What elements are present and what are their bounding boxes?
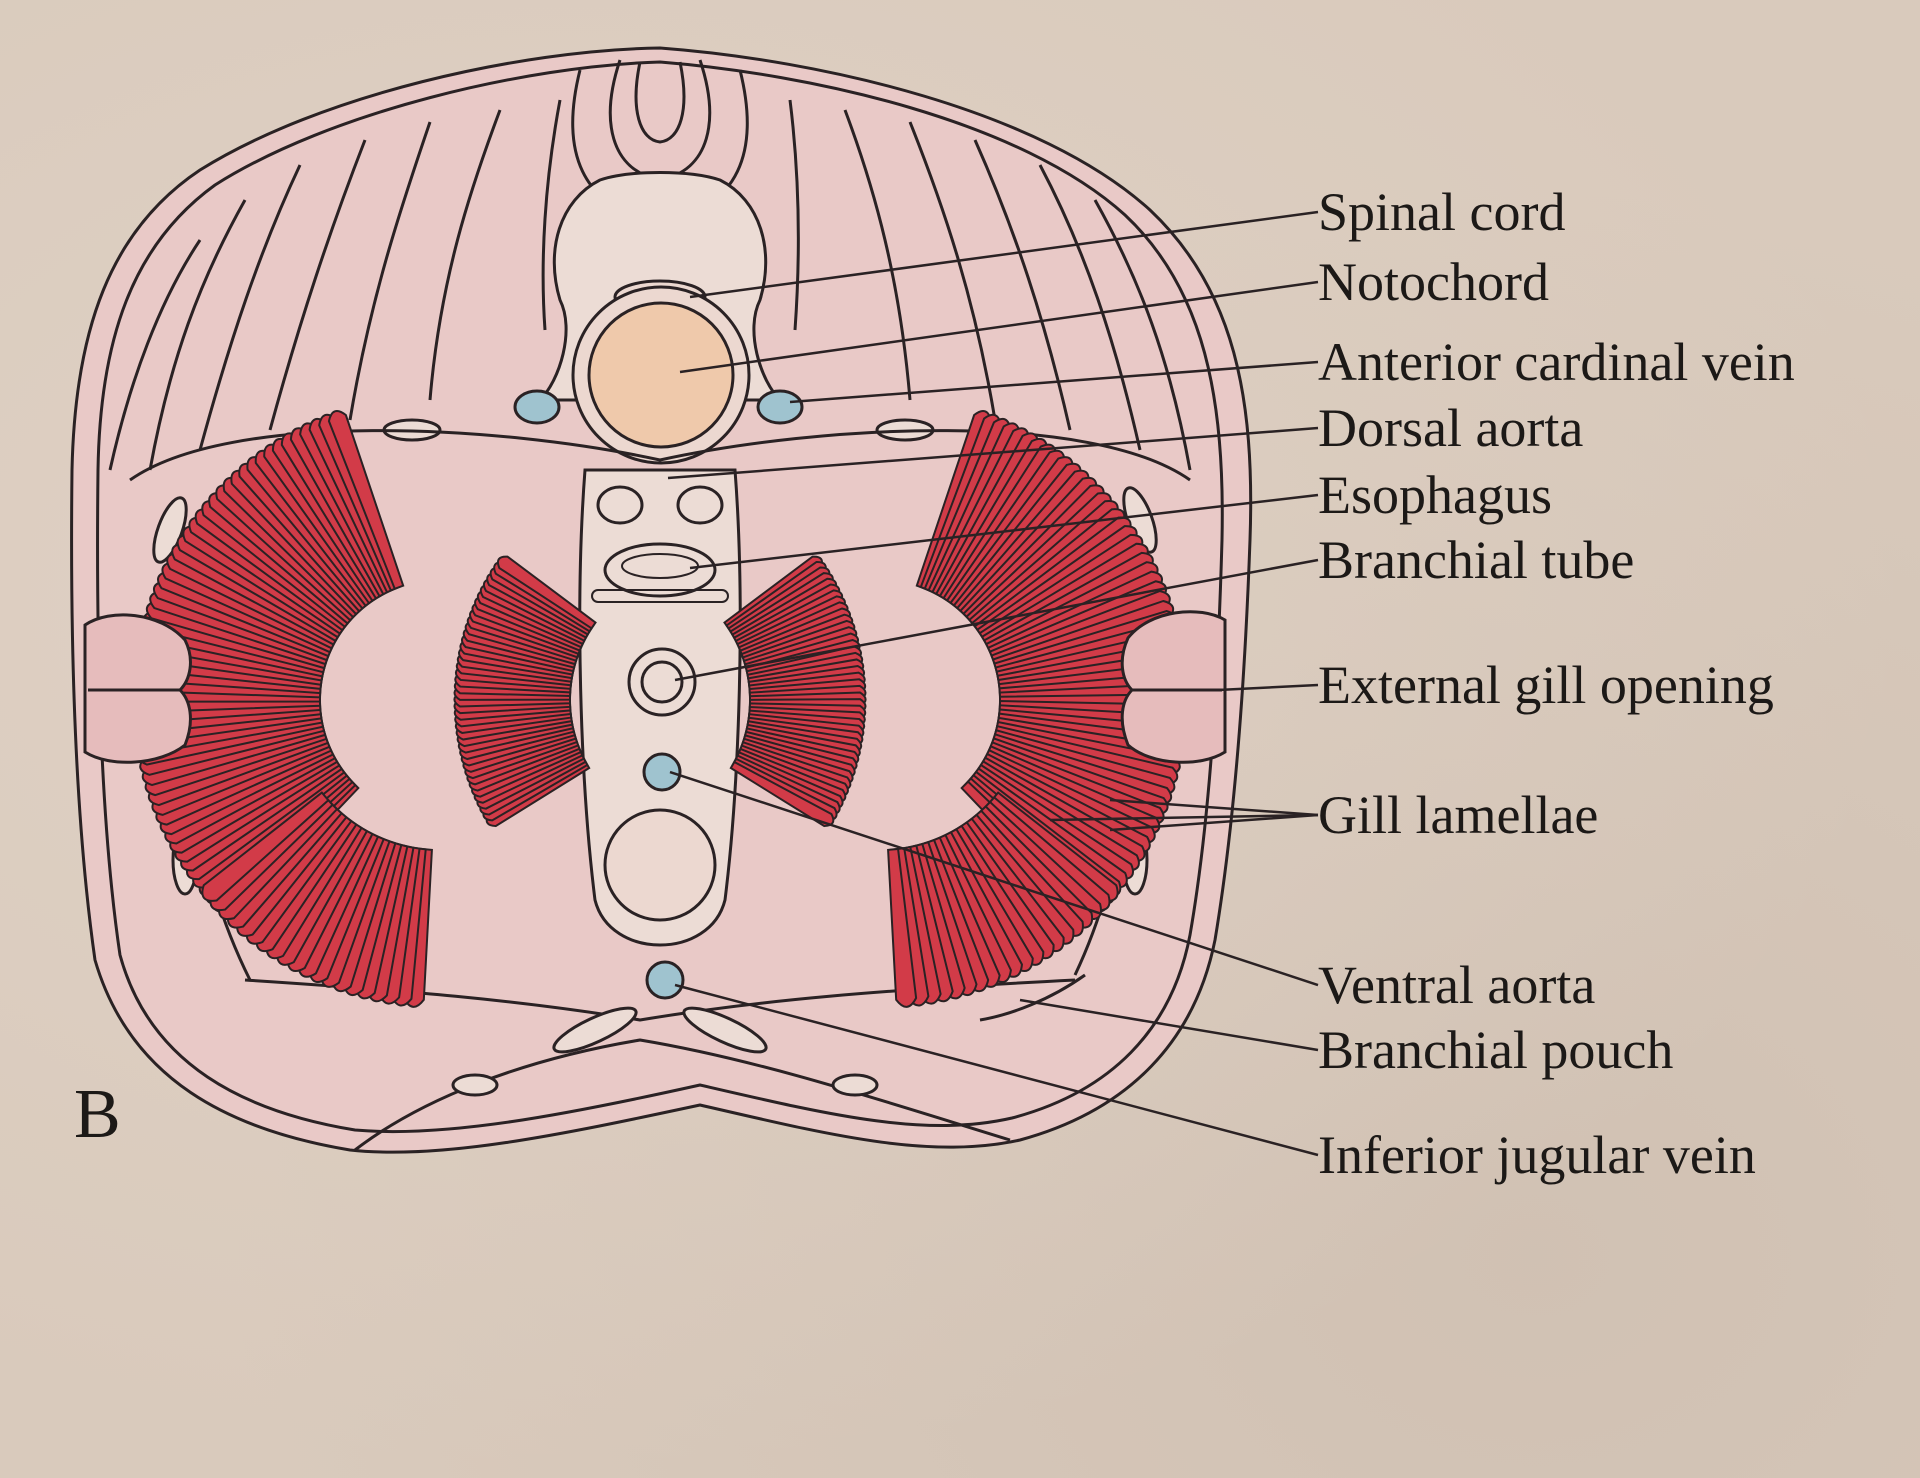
label-ventral-aorta: Ventral aorta <box>1318 955 1596 1015</box>
external-gill-opening-left <box>83 613 192 764</box>
gill-lamellae-inner-right <box>723 555 867 828</box>
gill-lamella <box>201 791 330 902</box>
label-notochord: Notochord <box>1318 252 1549 312</box>
leader-dorsal-aorta <box>667 426 1319 480</box>
label-dorsal-aorta: Dorsal aorta <box>1318 398 1584 458</box>
leader-notochord <box>679 280 1319 374</box>
label-branchial-pouch: Branchial pouch <box>1318 1020 1674 1080</box>
external-gill-opening-right <box>1120 610 1227 764</box>
label-esophagus: Esophagus <box>1318 465 1552 525</box>
label-gill-lamellae: Gill lamellae <box>1318 785 1599 845</box>
leader-spinal-cord <box>689 210 1319 299</box>
ventral-aorta <box>642 752 682 792</box>
label-branchial-tube: Branchial tube <box>1318 530 1635 590</box>
leader-anterior-cardinal-vein <box>789 360 1319 404</box>
leader-gill-lamellae-1 <box>1109 798 1319 817</box>
leader-external-gill-opening <box>1217 683 1319 692</box>
central-disc <box>603 808 717 922</box>
gill-lamella <box>496 555 597 630</box>
inner-outline <box>96 60 1224 1134</box>
inferior-jugular-vein <box>645 960 685 1000</box>
anterior-cardinal-vein-left <box>513 389 561 425</box>
panel-letter: B <box>74 1076 121 1153</box>
gill-lamella <box>327 409 405 591</box>
label-external-gill-opening: External gill opening <box>1318 655 1774 715</box>
label-anterior-cardinal-vein: Anterior cardinal vein <box>1318 332 1795 392</box>
label-spinal-cord: Spinal cord <box>1318 182 1566 242</box>
label-inferior-jugular-vein: Inferior jugular vein <box>1318 1125 1756 1185</box>
leader-gill-lamellae-3 <box>1049 813 1319 822</box>
leader-branchial-tube <box>674 558 1319 682</box>
gill-lamella <box>729 760 835 828</box>
leader-lines <box>667 210 1319 1157</box>
gill-lamellae-outer-left <box>131 409 433 1008</box>
leader-ventral-aorta <box>669 770 1319 987</box>
leader-inferior-jugular-vein <box>674 983 1319 1157</box>
leader-gill-lamellae-2 <box>1109 813 1319 832</box>
notochord <box>587 301 735 449</box>
anterior-cardinal-vein-right <box>756 389 804 425</box>
leader-esophagus <box>689 493 1319 570</box>
esophagus <box>603 542 717 598</box>
gill-lamella <box>887 847 918 1008</box>
leader-branchial-pouch <box>1019 998 1319 1052</box>
gill-lamellae-inner-left <box>453 555 597 828</box>
